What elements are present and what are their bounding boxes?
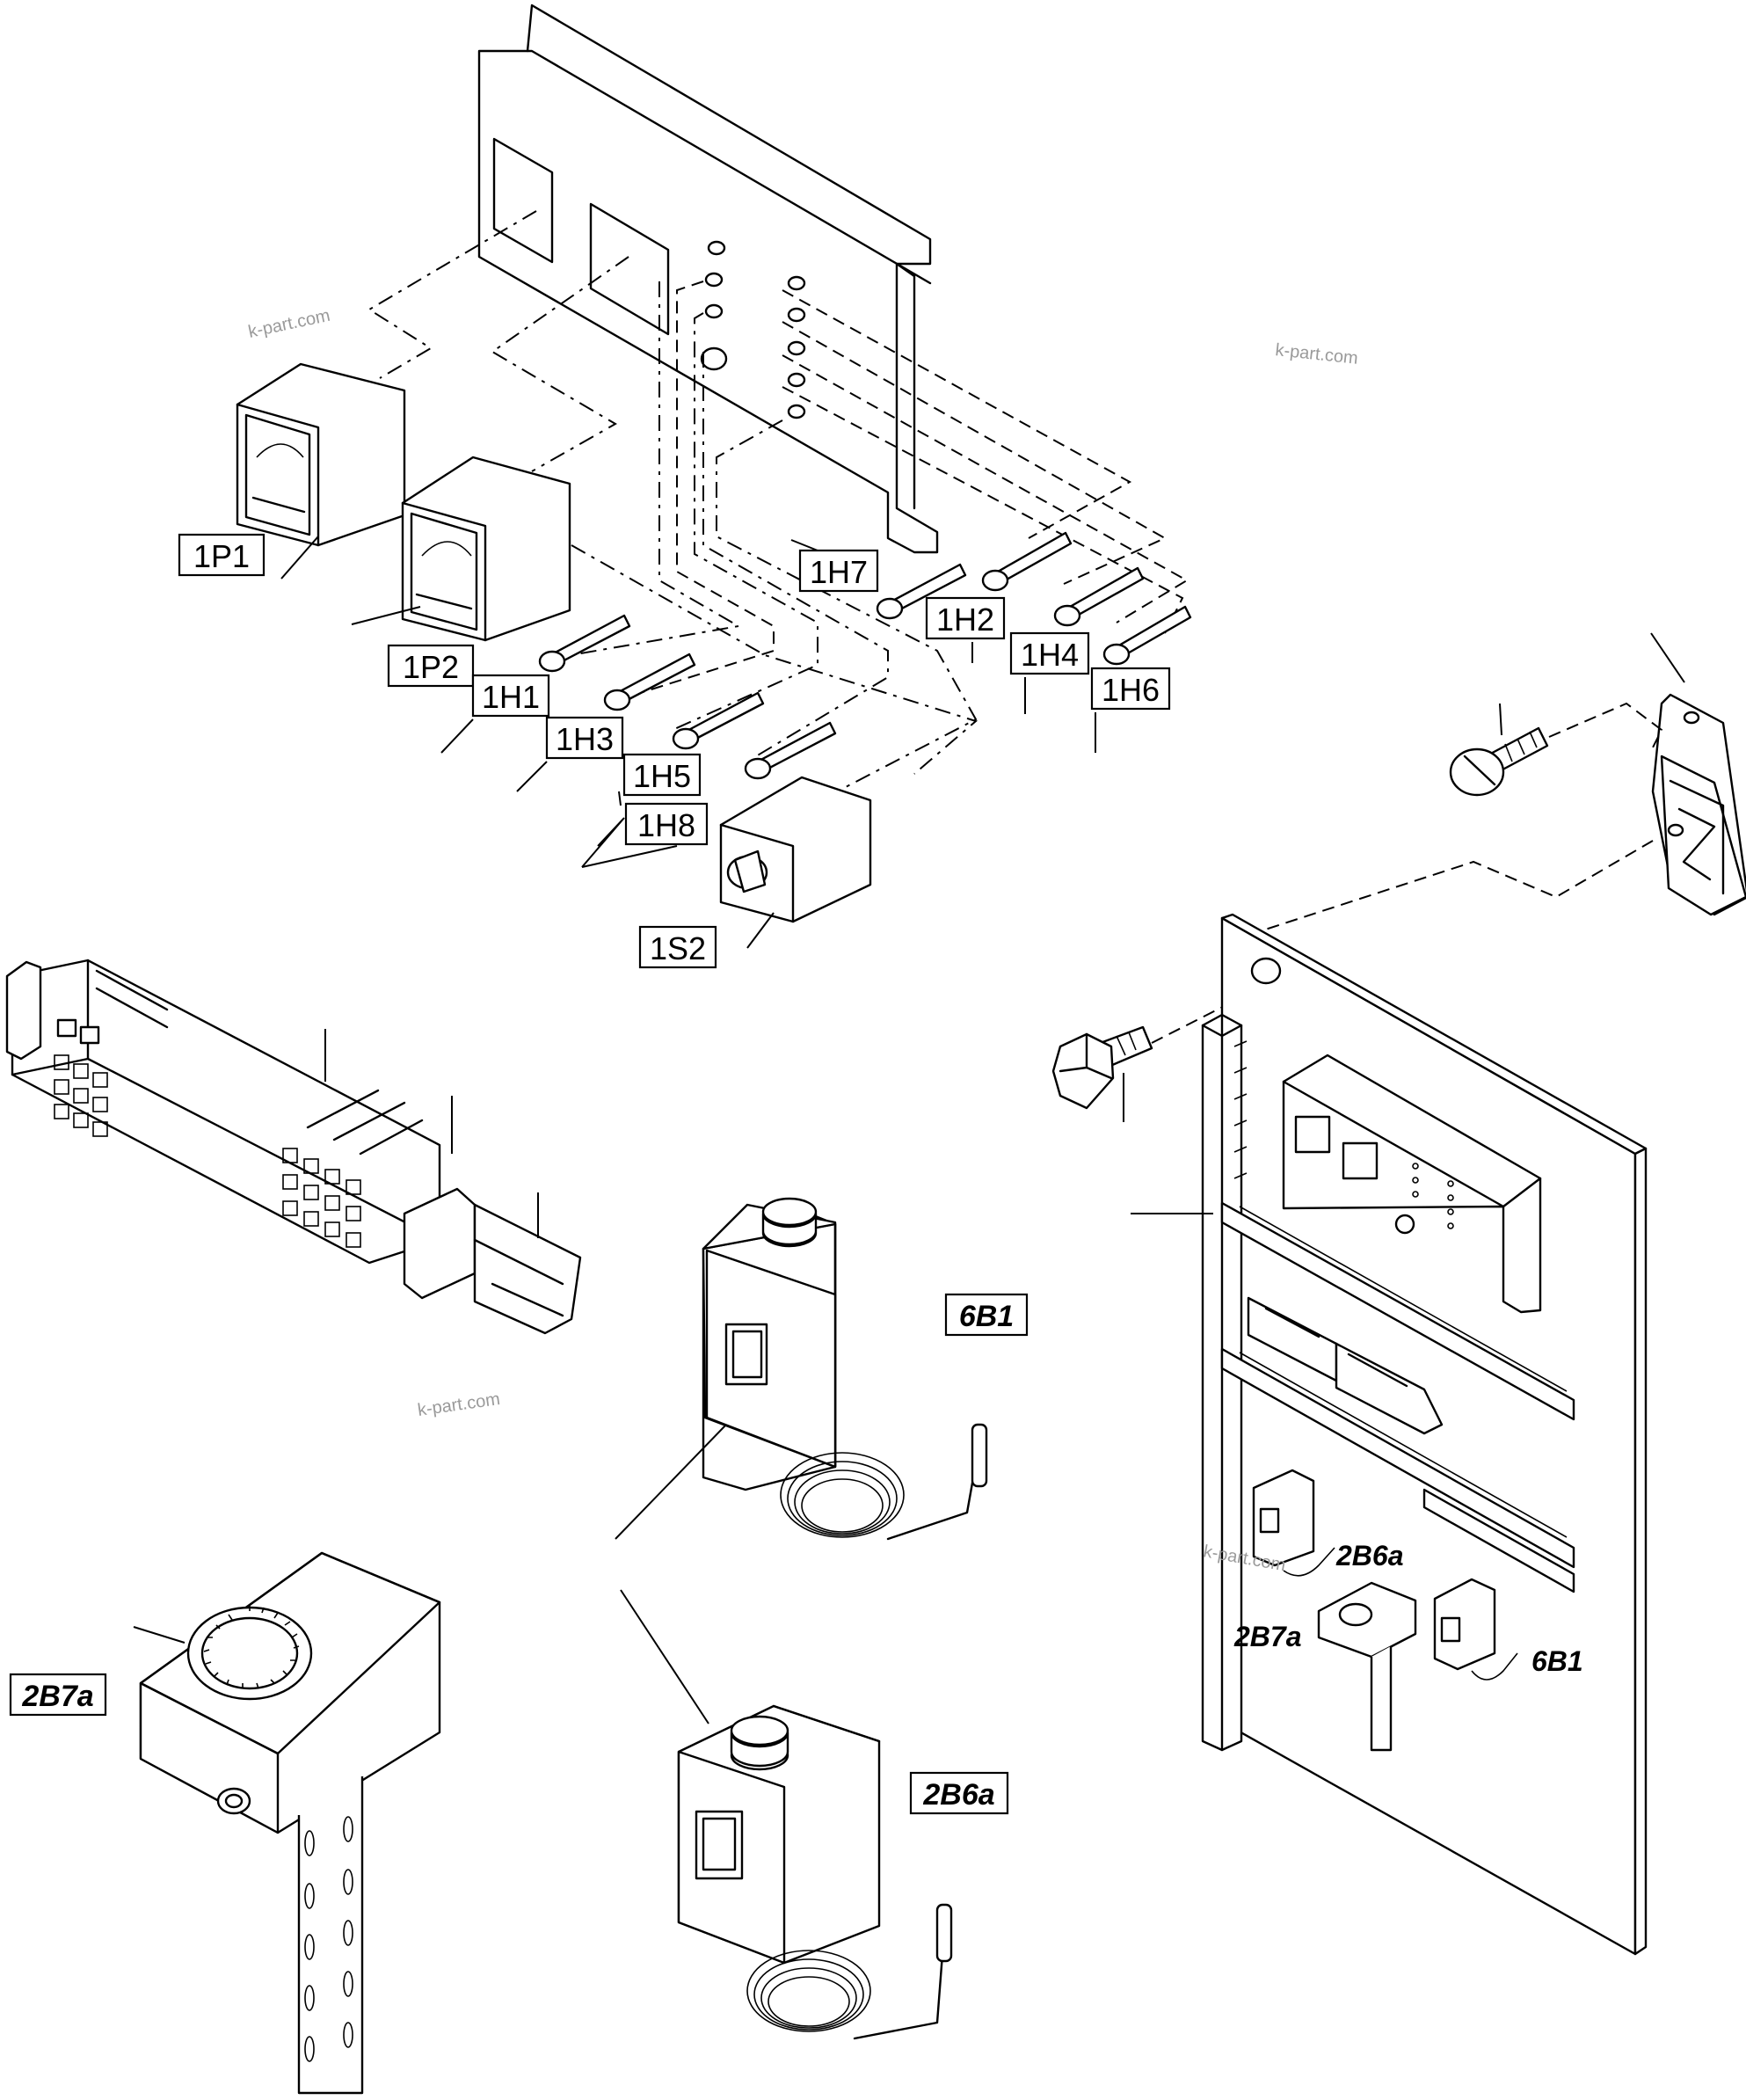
svg-text:2B6a: 2B6a [1335, 1540, 1404, 1571]
front-panel [477, 4, 939, 554]
svg-text:1H1: 1H1 [482, 679, 540, 715]
label-2b7a: 2B7a [9, 1673, 107, 1717]
label-2b6a: 2B6a [909, 1771, 1009, 1815]
svg-text:2B7a: 2B7a [1233, 1621, 1302, 1652]
svg-text:1H6: 1H6 [1102, 672, 1160, 708]
meter-1p1 [236, 362, 406, 547]
meter-1p2 [401, 456, 571, 642]
assembly-lines-top [367, 210, 1189, 789]
svg-text:6B1: 6B1 [959, 1300, 1014, 1333]
label-1h6: 1H6 [1090, 667, 1171, 711]
label-2b7a-small: 2B7a [1233, 1621, 1302, 1652]
svg-text:1P2: 1P2 [403, 649, 459, 685]
indicator-lamps [538, 531, 1192, 780]
mini-thermostat-6b1 [1433, 1578, 1518, 1681]
svg-text:k-part.com: k-part.com [417, 1389, 502, 1420]
lamp-1h1 [538, 614, 631, 673]
thermostat-2b6a [620, 1589, 953, 2040]
svg-text:2B7a: 2B7a [21, 1680, 93, 1713]
svg-text:k-part.com: k-part.com [1274, 340, 1358, 368]
label-1s2: 1S2 [638, 925, 717, 969]
lamp-1h7 [876, 563, 967, 620]
lamp-1h6 [1102, 605, 1192, 666]
leader-lines-top [280, 536, 1096, 949]
svg-text:1H5: 1H5 [633, 758, 691, 794]
lamp-1h8 [744, 721, 837, 780]
svg-text:k-part.com: k-part.com [246, 306, 331, 342]
screw-small [1256, 702, 1663, 933]
svg-text:1S2: 1S2 [650, 930, 706, 966]
svg-text:1H4: 1H4 [1021, 637, 1079, 673]
svg-text:1P1: 1P1 [193, 538, 250, 574]
label-1h3: 1H3 [545, 716, 624, 760]
svg-text:1H7: 1H7 [810, 554, 868, 590]
mini-room-thermostat-2b7a [1317, 1581, 1417, 1752]
din-rail-terminals [5, 959, 582, 1335]
lamp-1h5 [672, 691, 765, 750]
room-thermostat-2b7a [133, 1551, 441, 2095]
label-6b1-small: 6B1 [1531, 1645, 1583, 1677]
svg-text:2B6a: 2B6a [922, 1778, 994, 1812]
cabinet-back-plate [1131, 913, 1648, 1956]
label-1h5: 1H5 [622, 753, 702, 797]
label-1p2: 1P2 [387, 644, 475, 688]
svg-text:1H8: 1H8 [637, 807, 695, 843]
label-6b1: 6B1 [944, 1293, 1029, 1337]
hex-bolt [1051, 984, 1267, 1122]
label-1h4: 1H4 [1009, 631, 1090, 675]
lamp-1h3 [603, 653, 696, 711]
lamp-1h2 [981, 531, 1073, 592]
label-1h8: 1H8 [624, 802, 709, 846]
thermostat-6b1 [615, 1197, 988, 1541]
label-1h2: 1H2 [925, 596, 1006, 640]
mini-thermostat-2b6a [1252, 1469, 1335, 1577]
wall-bracket [1650, 632, 1746, 916]
svg-text:1H2: 1H2 [936, 602, 994, 638]
label-2b6a-small: 2B6a [1335, 1540, 1404, 1571]
svg-text:6B1: 6B1 [1531, 1645, 1583, 1677]
label-1p1: 1P1 [178, 533, 266, 577]
lamp-1h4 [1053, 566, 1145, 627]
label-1h7: 1H7 [798, 549, 879, 593]
selector-switch-1s2 [719, 776, 872, 923]
svg-text:1H3: 1H3 [556, 721, 614, 757]
label-1h1: 1H1 [471, 674, 550, 718]
